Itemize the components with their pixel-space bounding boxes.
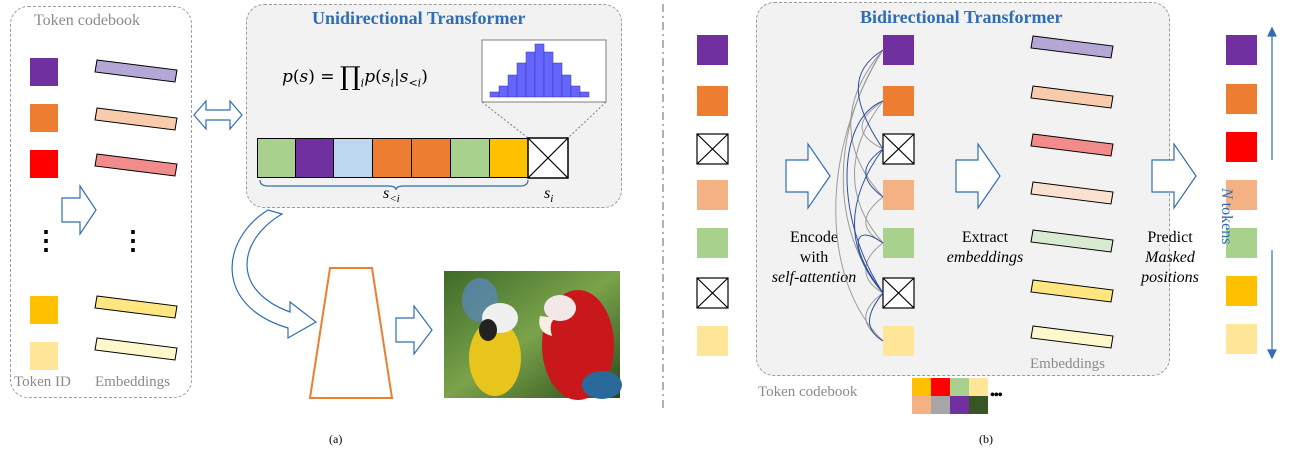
mini-codebook-5: [912, 396, 931, 414]
n-tokens-label: N tokens: [1218, 188, 1235, 245]
seq-token-4: [372, 138, 412, 178]
encoded-token-peach: [883, 180, 914, 210]
predict-label: Predict Masked positions: [1141, 229, 1199, 286]
bidirectional-transformer-box: [756, 2, 1170, 376]
input-mask-2: [696, 277, 729, 309]
token-id-orange: [30, 104, 58, 132]
output-token-green: [1226, 228, 1257, 258]
unidirectional-title: Unidirectional Transformer: [312, 8, 526, 28]
mini-codebook-3: [950, 378, 969, 396]
input-token-orange: [697, 86, 728, 116]
mini-codebook-4: [969, 378, 988, 396]
input-token-purple: [697, 35, 728, 65]
detok-to-image-arrow-icon: [395, 304, 433, 356]
seq-token-5: [411, 138, 451, 178]
embeddings-label: Embeddings: [95, 374, 170, 390]
encoded-token-orange: [883, 86, 914, 116]
double-arrow-icon: [193, 99, 243, 131]
encoded-token-cream: [883, 326, 914, 356]
encoded-token-green: [883, 228, 914, 258]
output-token-yellow: [1226, 276, 1257, 306]
output-token-purple: [1226, 35, 1257, 65]
encoded-token-purple: [883, 35, 914, 65]
input-token-peach: [697, 180, 728, 210]
token-id-cream: [30, 342, 58, 370]
bidirectional-title: Bidirectional Transformer: [860, 7, 1063, 27]
embed-ellipsis: ⋮: [120, 226, 146, 255]
output-token-peach: [1226, 180, 1257, 210]
codebook-title: Token codebook: [34, 12, 140, 29]
seq-token-3: [333, 138, 373, 178]
output-token-orange: [1226, 84, 1257, 114]
probability-formula: p(s) = ∏ip(si|s<i): [282, 62, 428, 92]
input-mask-1: [696, 133, 729, 165]
mini-codebook-ellipsis: •••: [990, 388, 1003, 403]
mini-codebook-2: [931, 378, 950, 396]
token-id-red: [30, 150, 58, 178]
curved-arrow-icon: [231, 209, 318, 340]
token-id-label: Token ID: [14, 374, 71, 390]
encode-label: Encode with self-attention: [771, 229, 857, 286]
mini-codebook-6: [931, 396, 950, 414]
mini-codebook-8: [969, 396, 988, 414]
input-token-cream: [697, 326, 728, 356]
mini-codebook-7: [950, 396, 969, 414]
bidir-codebook-label: Token codebook: [758, 384, 858, 400]
seq-token-2: [295, 138, 334, 178]
left-ellipsis: ⋮: [33, 226, 59, 255]
bidir-embeddings-label: Embeddings: [1030, 356, 1105, 372]
caption-b: (b): [979, 432, 993, 446]
s-less-i-label: s<i: [383, 185, 400, 206]
mini-codebook-1: [912, 378, 931, 396]
output-token-cream: [1226, 324, 1257, 354]
output-token-red: [1226, 132, 1257, 162]
seq-token-6: [450, 138, 490, 178]
input-token-green: [697, 228, 728, 258]
token-id-yellow: [30, 296, 58, 324]
n-tokens-arrow-icon: [1267, 26, 1277, 360]
s-i-label: si: [544, 185, 554, 206]
detokenizer-label: De-tokenizer: [342, 287, 359, 371]
parrot-image: [444, 271, 622, 400]
token-id-purple: [30, 58, 58, 86]
seq-token-7: [489, 138, 529, 178]
token-codebook-box: [10, 6, 192, 398]
caption-a: (a): [329, 432, 343, 446]
extract-label: Extract embeddings: [946, 229, 1024, 266]
seq-token-1: [257, 138, 296, 178]
